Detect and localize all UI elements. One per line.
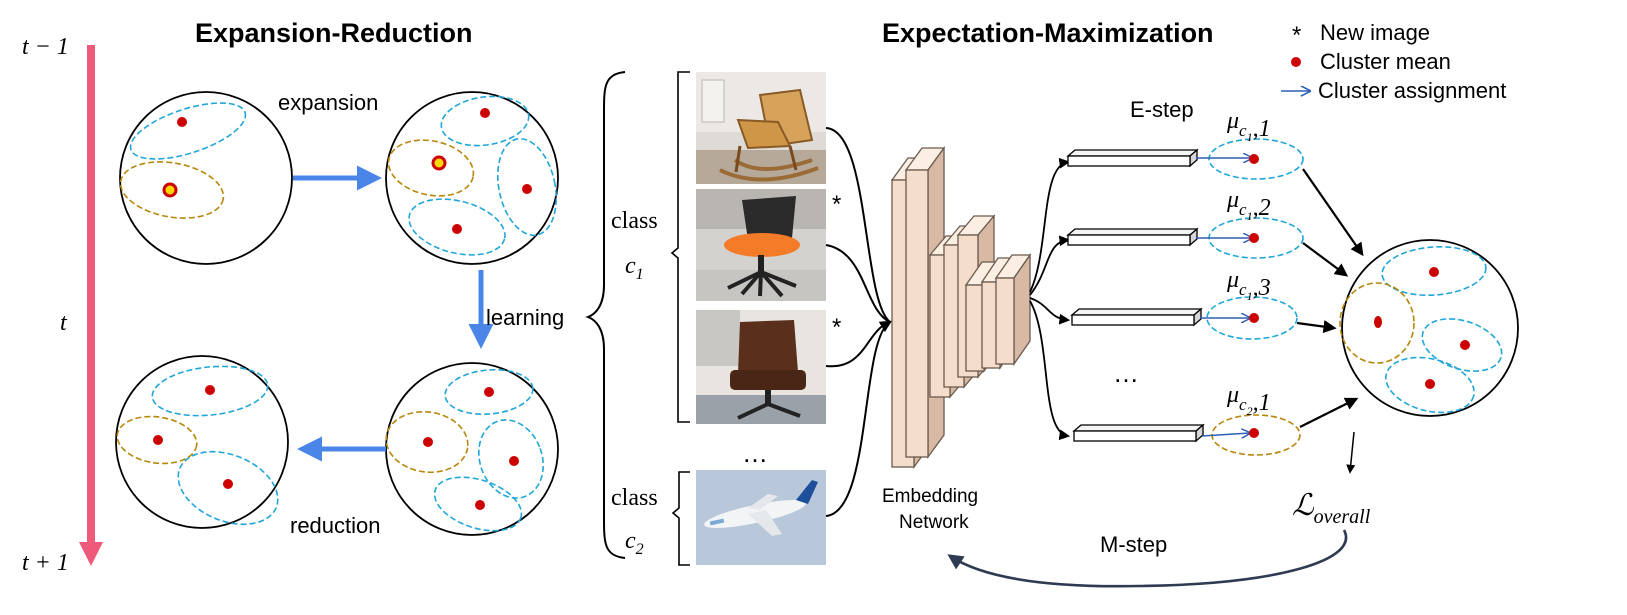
image-to-network-links xyxy=(825,127,893,517)
m-step-arrow xyxy=(947,529,1348,588)
legend-mean-dot-icon xyxy=(1291,57,1301,67)
label-expansion: expansion xyxy=(278,90,378,115)
timeline-t-minus-1: t − 1 xyxy=(22,34,69,60)
loss-label: ℒoverall xyxy=(1292,489,1371,528)
label-m-step: M-step xyxy=(1100,532,1167,557)
legend-cluster-assignment: Cluster assignment xyxy=(1318,78,1506,103)
class-c1-bracket xyxy=(670,71,690,423)
title-expectation-maximization: Expectation-Maximization xyxy=(882,18,1214,48)
class-c2-bracket xyxy=(671,471,690,566)
embedding-network xyxy=(890,146,1032,469)
timeline: t − 1 t t + 1 xyxy=(22,34,103,576)
cluster-to-space-arrows xyxy=(1296,168,1364,428)
airplane-photo xyxy=(696,470,826,565)
cluster-space-after-learning xyxy=(385,362,559,536)
cluster-mean-dot xyxy=(177,117,187,127)
cluster-space-before-expansion xyxy=(119,91,293,265)
embedding-vector-4 xyxy=(1072,423,1205,443)
cluster-assignments xyxy=(1196,138,1304,456)
mu-label-c1-2: μc1,2 xyxy=(1226,187,1271,223)
embedding-vector-2 xyxy=(1066,227,1199,247)
legend-star-icon: * xyxy=(1292,22,1301,49)
office-chair-orange-photo xyxy=(696,189,826,301)
label-reduction: reduction xyxy=(290,513,381,538)
label-learning: learning xyxy=(486,305,564,330)
mu-label-c1-3: μc1,3 xyxy=(1226,267,1271,303)
images-ellipsis: … xyxy=(742,438,768,468)
embeddings-ellipsis: … xyxy=(1113,358,1139,388)
timeline-t: t xyxy=(60,310,68,336)
class-c1-symbol: c1 xyxy=(625,253,644,283)
legend-cluster-mean: Cluster mean xyxy=(1320,49,1451,74)
title-expansion-reduction: Expansion-Reduction xyxy=(195,18,473,48)
mu-label-c2-1: μc2,1 xyxy=(1226,382,1271,418)
embedding-vector-3 xyxy=(1070,307,1203,327)
embedding-vector-1 xyxy=(1066,148,1199,168)
label-network: Network xyxy=(899,512,969,533)
learning-brace xyxy=(585,71,626,559)
timeline-arrowhead-icon xyxy=(79,542,103,566)
cluster-space-after-expansion xyxy=(385,91,559,265)
cluster-space-after-reduction xyxy=(115,355,289,529)
class-c2-word: class xyxy=(611,485,658,511)
new-image-star-2-icon: * xyxy=(832,314,841,341)
mu-label-c1-1: μc1,1 xyxy=(1226,108,1271,144)
new-image-star-1-icon: * xyxy=(832,191,841,218)
loss-arrow xyxy=(1346,431,1356,474)
legend-new-image: New image xyxy=(1320,20,1430,45)
highlight-mean-dot xyxy=(162,182,178,198)
timeline-t-plus-1: t + 1 xyxy=(22,550,69,576)
embedding-vectors xyxy=(1066,148,1205,443)
gold-cluster-ellipse xyxy=(119,161,225,219)
class-c2-symbol: c2 xyxy=(625,528,644,558)
cyan-cluster-ellipse xyxy=(129,102,247,160)
label-embedding: Embedding xyxy=(882,486,978,507)
legend: * New image Cluster mean Cluster assignm… xyxy=(1281,20,1506,103)
class-c1-word: class xyxy=(611,208,658,234)
mu-labels: μc1,1 μc1,2 μc1,3 μc2,1 xyxy=(1226,108,1271,418)
merged-cluster-space xyxy=(1339,239,1519,417)
network-to-embeddings-links xyxy=(1029,157,1071,441)
label-e-step: E-step xyxy=(1130,97,1194,122)
leather-chair-photo xyxy=(696,310,826,424)
rocking-chair-photo xyxy=(696,72,826,184)
